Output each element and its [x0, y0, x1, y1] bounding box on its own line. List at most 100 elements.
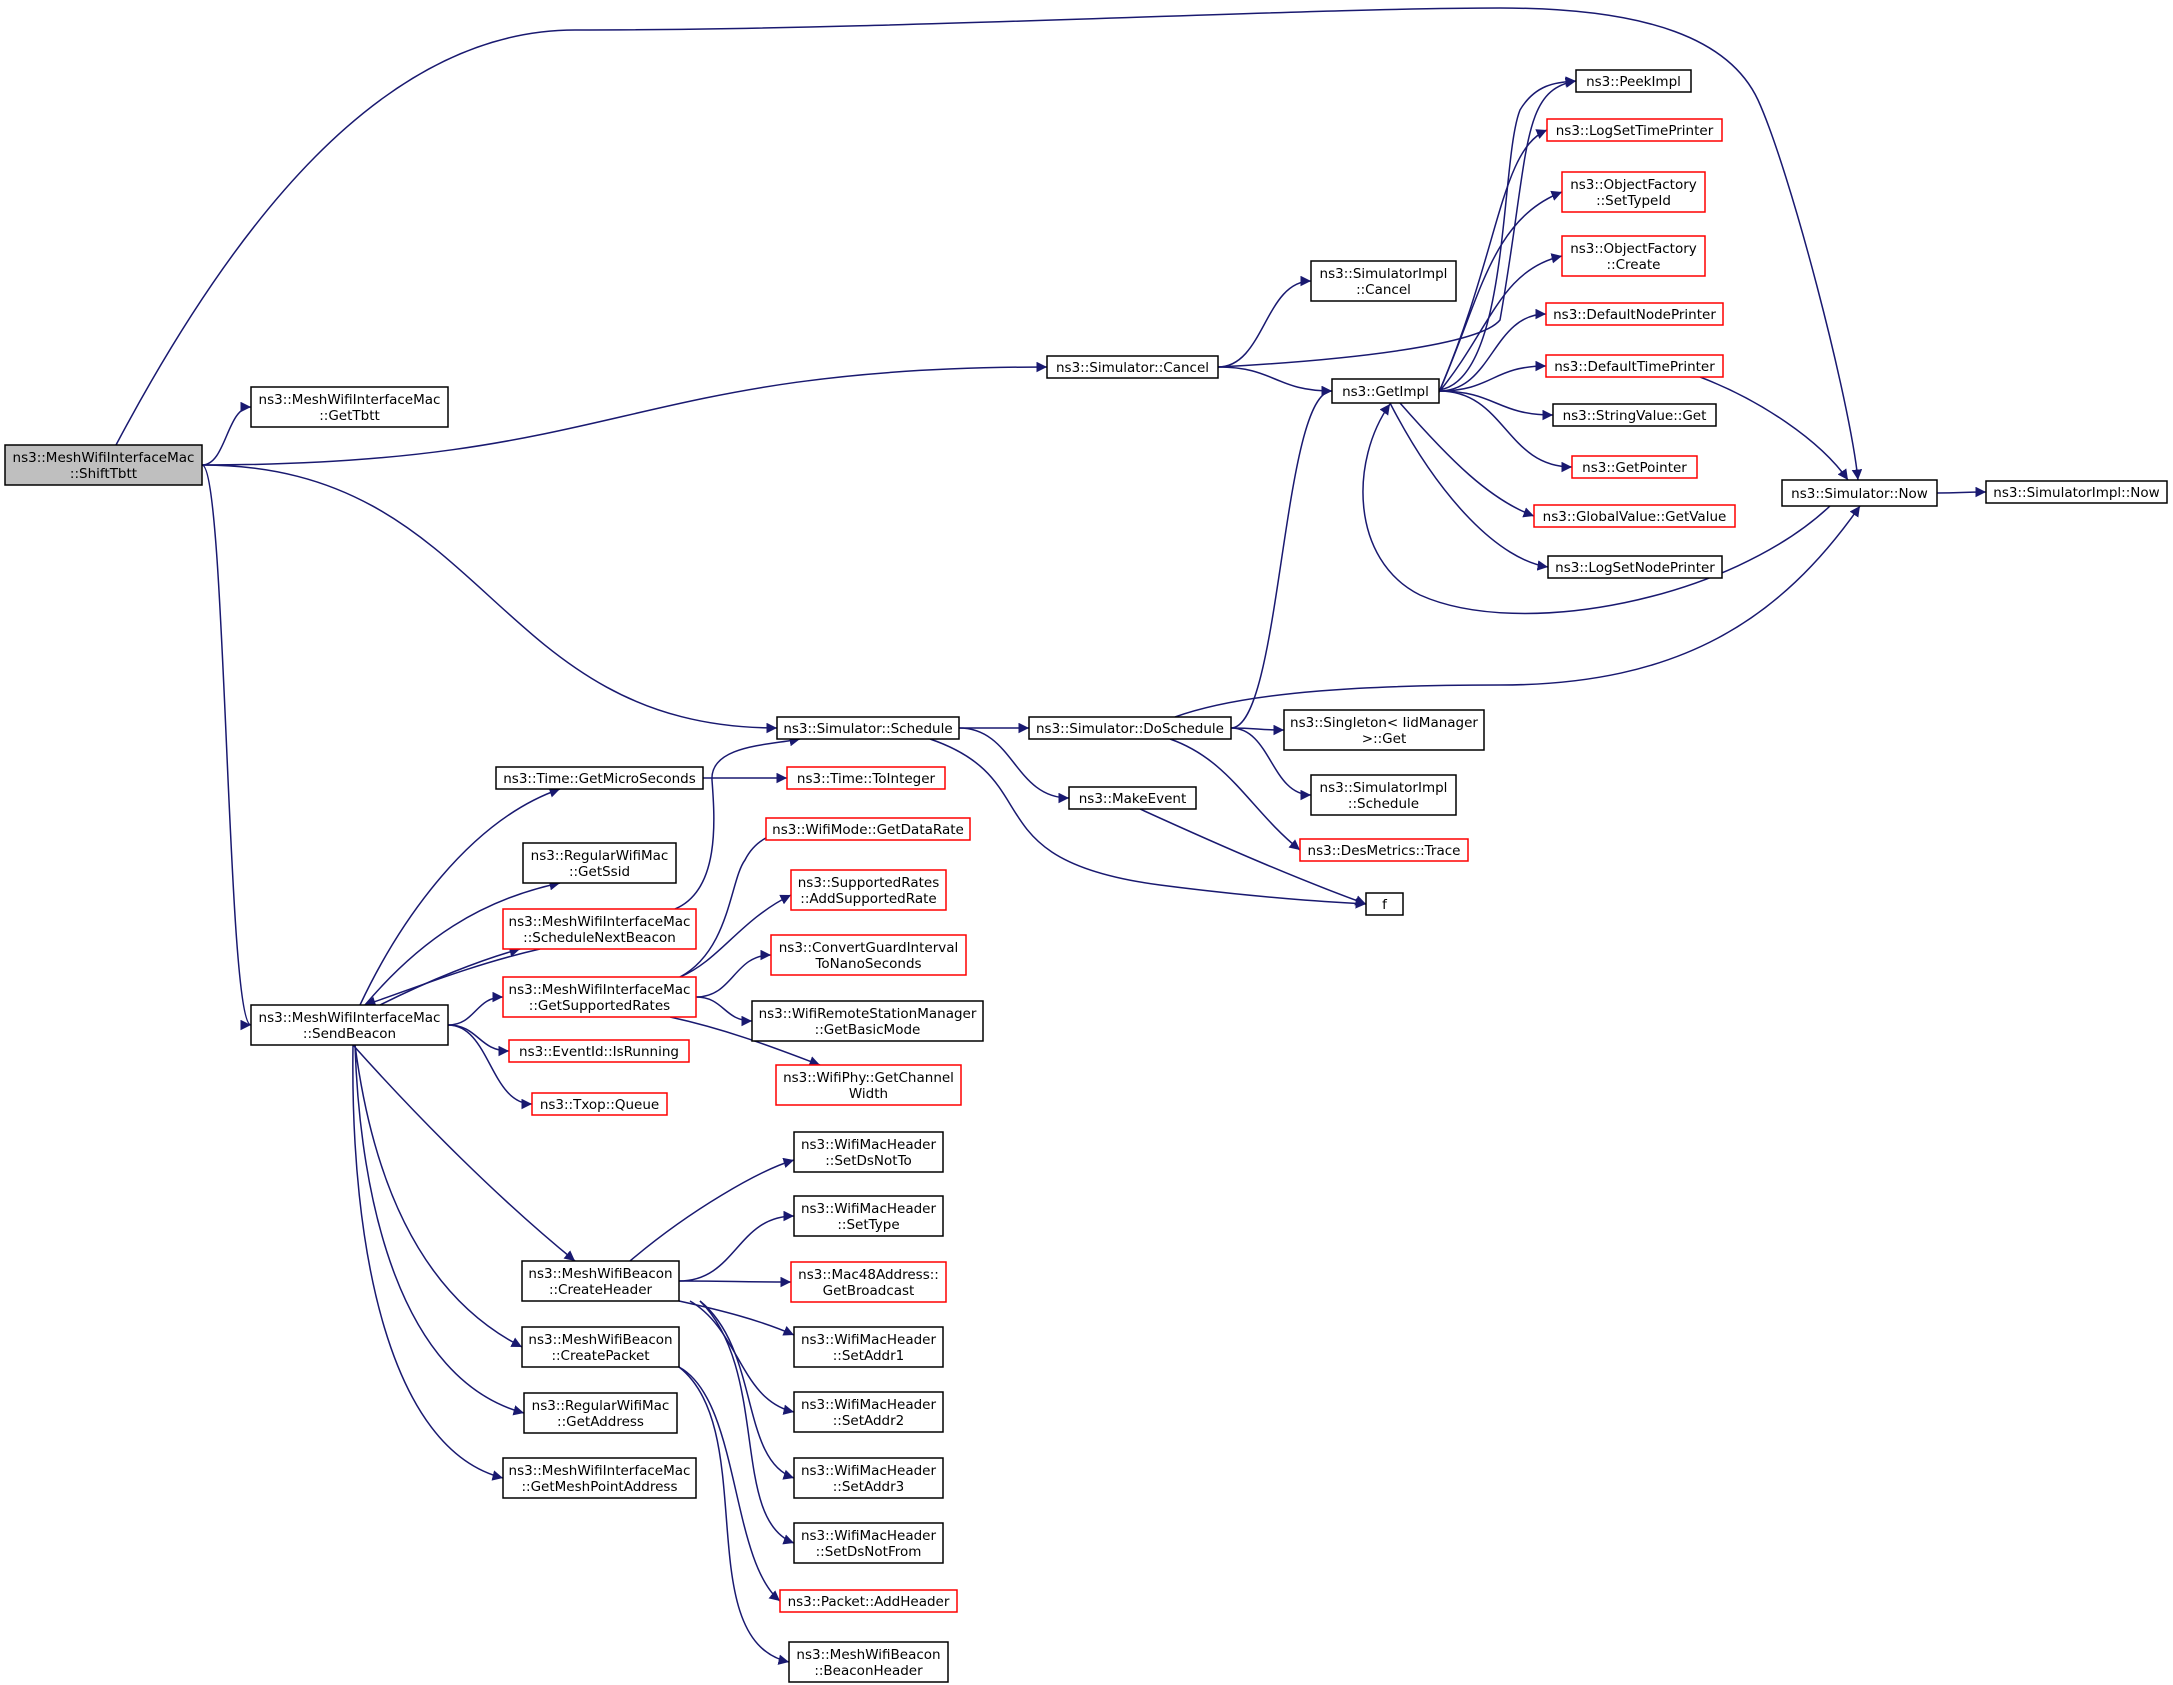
- edge-schedulenextbeacon-to-sendbeacon: [364, 948, 541, 1007]
- node-box: [531, 1092, 668, 1116]
- edge-getimpl-to-ofcreate: [1438, 253, 1563, 393]
- node-label: ns3::RegularWifiMac: [532, 1398, 670, 1414]
- node-tointeger[interactable]: ns3::Time::ToInteger: [786, 766, 946, 790]
- node-box: [1571, 455, 1698, 479]
- node-ofcreate[interactable]: ns3::ObjectFactory::Create: [1561, 235, 1706, 277]
- node-label: ::CreateHeader: [549, 1282, 653, 1298]
- node-getbasicmode[interactable]: ns3::WifiRemoteStationManager::GetBasicM…: [751, 1000, 984, 1042]
- node-label: ns3::MeshWifiBeacon: [528, 1266, 672, 1282]
- node-label: ns3::SimulatorImpl::Now: [1993, 485, 2159, 501]
- node-label: ::GetTbtt: [319, 408, 380, 424]
- node-label: ns3::Time::GetMicroSeconds: [503, 771, 696, 787]
- node-defaultnodeprinter[interactable]: ns3::DefaultNodePrinter: [1545, 302, 1724, 326]
- node-desmetrics[interactable]: ns3::DesMetrics::Trace: [1299, 838, 1469, 862]
- node-box: [765, 817, 971, 841]
- node-singletonget[interactable]: ns3::Singleton< IidManager >::Get: [1283, 709, 1485, 751]
- edge-cancel-to-implcancel: [1217, 275, 1312, 368]
- node-label: ns3::RegularWifiMac: [531, 848, 669, 864]
- node-schedule[interactable]: ns3::Simulator::Schedule: [776, 716, 960, 740]
- node-stringvalueget[interactable]: ns3::StringValue::Get: [1552, 403, 1717, 427]
- node-getbroadcast[interactable]: ns3::Mac48Address::GetBroadcast: [790, 1261, 947, 1303]
- node-beaconheader[interactable]: ns3::MeshWifiBeacon::BeaconHeader: [788, 1641, 949, 1683]
- node-label: ns3::Time::ToInteger: [797, 771, 936, 787]
- node-getsupportedrates[interactable]: ns3::MeshWifiInterfaceMac::GetSupportedR…: [502, 976, 697, 1018]
- node-label: ::GetSupportedRates: [529, 998, 670, 1014]
- node-box: [793, 1195, 944, 1237]
- edge-getimpl-to-defaulttimeprinter: [1438, 360, 1547, 392]
- node-label: ::Cancel: [1356, 282, 1411, 298]
- node-peekimpl[interactable]: ns3::PeekImpl: [1575, 69, 1692, 93]
- node-logsetnodeprinter[interactable]: ns3::LogSetNodePrinter: [1547, 555, 1723, 579]
- node-setaddr3[interactable]: ns3::WifiMacHeader::SetAddr3: [793, 1457, 944, 1499]
- edge-arrow: [447, 1024, 510, 1057]
- edge-arrow: [1230, 385, 1333, 729]
- node-getimpl[interactable]: ns3::GetImpl: [1331, 378, 1440, 404]
- node-getssid[interactable]: ns3::RegularWifiMac::GetSsid: [522, 842, 677, 884]
- node-implcancel[interactable]: ns3::SimulatorImpl::Cancel: [1310, 260, 1457, 302]
- node-setdsnotto[interactable]: ns3::WifiMacHeader::SetDsNotTo: [793, 1131, 944, 1173]
- node-defaulttimeprinter[interactable]: ns3::DefaultTimePrinter: [1545, 354, 1724, 378]
- edge-createheader-to-setaddr1: [678, 1300, 795, 1336]
- node-box: [502, 908, 697, 950]
- node-box: [1546, 118, 1723, 142]
- node-getdatarate[interactable]: ns3::WifiMode::GetDataRate: [765, 817, 971, 841]
- node-gettbtt[interactable]: ns3::MeshWifiInterfaceMac::GetTbtt: [250, 386, 449, 428]
- node-now[interactable]: ns3::Simulator::Now: [1781, 479, 1938, 507]
- edge-createheader-to-setdsnotto: [629, 1157, 795, 1262]
- node-getmicroseconds[interactable]: ns3::Time::GetMicroSeconds: [495, 766, 704, 790]
- node-schedulenextbeacon[interactable]: ns3::MeshWifiInterfaceMac::ScheduleNextB…: [502, 908, 697, 950]
- node-makeevent[interactable]: ns3::MakeEvent: [1068, 786, 1197, 810]
- edge-arrow: [1139, 808, 1367, 906]
- node-box: [250, 1004, 449, 1046]
- node-label: ns3::WifiMacHeader: [801, 1463, 937, 1479]
- node-implnow[interactable]: ns3::SimulatorImpl::Now: [1985, 480, 2168, 504]
- node-addsupportedrate[interactable]: ns3::SupportedRates::AddSupportedRate: [790, 869, 947, 911]
- node-createpacket[interactable]: ns3::MeshWifiBeacon::CreatePacket: [521, 1326, 680, 1368]
- edge-getimpl-to-peekimpl: [1438, 76, 1577, 391]
- edge-now-to-implnow: [1936, 486, 1987, 498]
- edge-arrow: [447, 991, 504, 1026]
- node-label: ns3::WifiMacHeader: [801, 1201, 937, 1217]
- node-logsettimeprinter[interactable]: ns3::LogSetTimePrinter: [1546, 118, 1723, 142]
- node-setdsnotfrom[interactable]: ns3::WifiMacHeader::SetDsNotFrom: [793, 1522, 944, 1564]
- edge-arrow: [958, 727, 1070, 804]
- edge-getimpl-to-ofsettypeid: [1438, 190, 1563, 393]
- node-shifttbtt[interactable]: ns3::MeshWifiInterfaceMac::ShiftTbtt: [4, 444, 203, 486]
- node-getmeshpointaddress[interactable]: ns3::MeshWifiInterfaceMac::GetMeshPointA…: [502, 1457, 697, 1499]
- edge-arrow: [678, 1276, 792, 1288]
- edge-arrow: [695, 996, 753, 1027]
- node-addheader[interactable]: ns3::Packet::AddHeader: [779, 1589, 958, 1613]
- node-label: ns3::MeshWifiInterfaceMac: [509, 982, 691, 998]
- node-box: [793, 1391, 944, 1433]
- node-settype[interactable]: ns3::WifiMacHeader::SetType: [793, 1195, 944, 1237]
- node-globalgetvalue[interactable]: ns3::GlobalValue::GetValue: [1533, 504, 1736, 528]
- node-getpointer[interactable]: ns3::GetPointer: [1571, 455, 1698, 479]
- node-createheader[interactable]: ns3::MeshWifiBeacon::CreateHeader: [521, 1260, 680, 1302]
- node-getaddress[interactable]: ns3::RegularWifiMac::GetAddress: [523, 1392, 678, 1434]
- node-setaddr1[interactable]: ns3::WifiMacHeader::SetAddr1: [793, 1326, 944, 1368]
- node-cancel[interactable]: ns3::Simulator::Cancel: [1046, 355, 1219, 379]
- node-ofsettypeid[interactable]: ns3::ObjectFactory::SetTypeId: [1561, 171, 1706, 213]
- node-implschedule[interactable]: ns3::SimulatorImpl::Schedule: [1310, 774, 1457, 816]
- node-box: [1310, 774, 1457, 816]
- node-box: [1561, 235, 1706, 277]
- node-setaddr2[interactable]: ns3::WifiMacHeader::SetAddr2: [793, 1391, 944, 1433]
- node-sendbeacon[interactable]: ns3::MeshWifiInterfaceMac::SendBeacon: [250, 1004, 449, 1046]
- node-f[interactable]: f: [1365, 892, 1404, 916]
- node-txopqueue[interactable]: ns3::Txop::Queue: [531, 1092, 668, 1116]
- node-label: ::AddSupportedRate: [800, 891, 936, 907]
- node-label: ToNanoSeconds: [814, 956, 921, 972]
- edge-createheader-to-setdsnotfrom: [699, 1300, 795, 1545]
- node-label: ::GetAddress: [557, 1414, 644, 1430]
- node-box: [522, 842, 677, 884]
- edge-arrow: [1217, 275, 1312, 368]
- node-label: ::CreatePacket: [551, 1348, 649, 1364]
- node-doschedule[interactable]: ns3::Simulator::DoSchedule: [1028, 716, 1232, 740]
- edge-arrow: [1438, 76, 1577, 391]
- node-label: ns3::ConvertGuardInterval: [779, 940, 959, 956]
- node-label: ns3::Simulator::Cancel: [1056, 360, 1209, 376]
- node-isrunning[interactable]: ns3::EventId::IsRunning: [508, 1039, 690, 1063]
- node-box: [495, 766, 704, 790]
